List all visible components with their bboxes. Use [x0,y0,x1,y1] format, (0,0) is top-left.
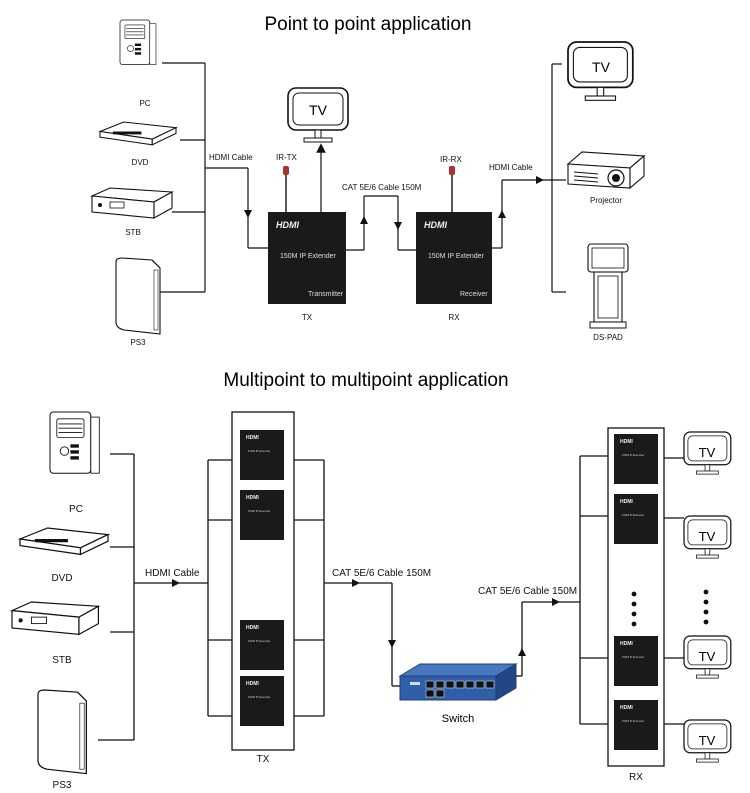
s2-tx-bus [294,459,400,717]
s2-rx-unit-2 [614,494,658,544]
s2-hdmi-cable: HDMI Cable [145,568,200,579]
s2-cat-arrow-left [352,579,360,587]
s2-stb [11,601,99,635]
s1-rx-box: HDMI 150M IP Extender Receiver [416,212,492,304]
s2-tv-2-label: TV [699,529,716,544]
s1-source-bus [160,62,268,293]
s2-pc [49,411,100,474]
s1-ir-rx-label: IR-RX [440,155,462,164]
s1-hdmi-arrow [244,210,252,218]
s1-rx-role: Receiver [460,291,488,298]
s1-tx-model: 150M IP Extender [280,253,337,260]
s2-tv-1-label: TV [699,445,716,460]
s1-tx-box: HDMI 150M IP Extender Transmitter [268,212,346,304]
s1-stb [91,187,173,219]
s2-tx-unit-3 [240,620,284,670]
s1-stb-label: STB [125,228,141,237]
s2-cat-arrow-left-2 [388,640,396,648]
s1-out-tv-label: TV [592,59,611,75]
s1-cat-cable-label: CAT 5E/6 Cable 150M [342,183,422,192]
s2-tx-unit-2 [240,490,284,540]
s2-rx-unit-4 [614,700,658,750]
s1-dvd [99,121,177,146]
s1-ps3-label: PS3 [130,338,146,347]
s1-out-dspad [587,243,629,329]
s1-out-dspad-label: DS-PAD [593,333,623,342]
s2-tv-3-label: TV [699,649,716,664]
s1-rx-model: 150M IP Extender [428,253,485,260]
s1-cat-arrow-1 [360,216,368,224]
s2-dvd-label: DVD [51,573,72,584]
s2-hdmi-arrow [172,579,180,587]
s1-ir-rx-antenna [448,165,456,213]
section1-title: Point to point application [264,14,471,35]
s2-stb-label: STB [52,655,72,666]
s1-cat-link [346,195,416,251]
s2-tv-dots [703,589,709,625]
s1-tv-top-label: TV [309,102,328,118]
s2-pc-label: PC [69,504,83,515]
s2-cat-cable-right: CAT 5E/6 Cable 150M [478,586,577,597]
s1-rx-caption: RX [448,313,460,322]
s2-rx-link [516,455,608,725]
s1-ir-tx-label: IR-TX [276,153,298,162]
s1-tx-logo: HDMI [276,220,299,230]
s1-tx-caption: TX [302,313,313,322]
s2-cat-arrow-right-2 [552,598,560,606]
s2-tx-rack-label: TX [257,754,270,765]
s2-rx-rack-label: RX [629,772,643,783]
s1-out-projector [567,151,645,189]
s1-dvd-label: DVD [132,158,149,167]
s2-rx-unit-1 [614,434,658,484]
s1-rx-logo: HDMI [424,220,447,230]
s1-hdmi-arrow-right-2 [536,176,544,184]
s1-hdmi-cable-right: HDMI Cable [489,163,533,172]
s2-tv-links [664,457,684,725]
s1-hdmi-cable-left: HDMI Cable [209,153,253,162]
s1-cat-arrow-2 [394,222,402,230]
s1-ir-tx-antenna [282,165,290,213]
s2-tv-4-label: TV [699,733,716,748]
s1-output-bus [492,63,566,293]
s2-ps3 [37,689,88,775]
s2-ps3-label: PS3 [53,780,72,791]
s1-pc-label: PC [139,99,150,108]
s2-tx-unit-4 [240,676,284,726]
s2-cat-cable-left: CAT 5E/6 Cable 150M [332,568,431,579]
s1-pc [119,19,157,66]
s1-out-projector-label: Projector [590,196,622,205]
s1-hdmi-arrow-right [498,210,506,218]
s1-tx-role: Transmitter [308,291,344,298]
s2-switch [398,663,518,701]
s1-ps3 [115,257,161,335]
section2-title: Multipoint to multipoint application [223,370,508,391]
s2-rx-dots [631,591,637,627]
s2-tx-unit-1 [240,430,284,480]
s2-switch-label: Switch [442,713,474,725]
s2-rx-unit-3 [614,636,658,686]
s2-source-bus [98,453,232,741]
s2-cat-arrow-right [518,648,526,656]
s2-dvd [19,527,109,556]
